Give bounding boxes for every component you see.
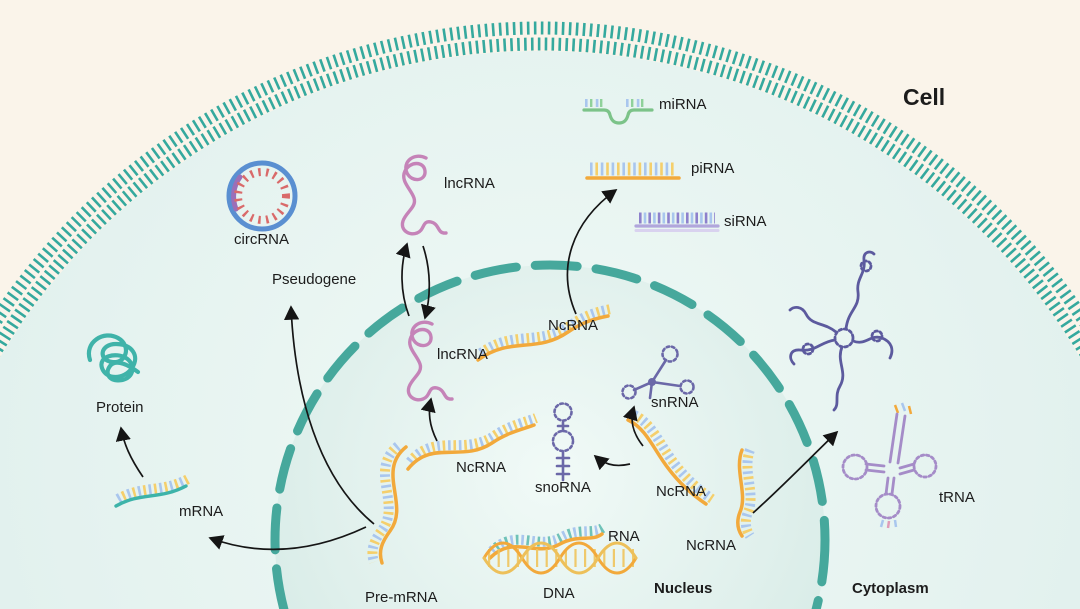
sirna-icon	[634, 212, 720, 232]
label-pre-mrna: Pre-mRNA	[365, 589, 438, 606]
label-snorna: snoRNA	[535, 479, 591, 496]
arrow-lncrna-export-up	[395, 242, 411, 317]
arrow-ncrna-to-pirna	[566, 188, 618, 315]
arrow-ncrna-to-lncrna	[420, 397, 438, 442]
arrow-ncrna-to-cytoplasm	[752, 430, 839, 514]
cell-membrane	[0, 21, 1080, 357]
snrna-icon	[621, 345, 695, 400]
arrow-ncrna-to-snrna	[622, 405, 644, 447]
label-trna: tRNA	[939, 489, 975, 506]
rrna-structure-icon	[788, 250, 894, 412]
arrow-premrna-to-pseudogene	[283, 305, 375, 525]
label-protein: Protein	[96, 399, 144, 416]
label-sirna: siRNA	[724, 213, 767, 230]
label-circrna: circRNA	[234, 231, 289, 248]
label-ncrna-right: NcRNA	[656, 483, 707, 500]
label-ncrna-far-right: NcRNA	[686, 537, 737, 554]
trna-icon	[841, 402, 938, 529]
label-pseudogene: Pseudogene	[272, 271, 357, 288]
label-snrna: snRNA	[651, 394, 699, 411]
label-lncrna-outer: lncRNA	[444, 175, 495, 192]
mirna-icon	[582, 99, 654, 125]
pirna-icon	[585, 162, 681, 180]
arrow-lncrna-import-down	[420, 245, 436, 320]
label-rna: RNA	[608, 528, 640, 545]
label-lncrna-inner: lncRNA	[437, 346, 488, 363]
arrow-premrna-to-mrna	[208, 526, 367, 551]
snorna-icon	[551, 402, 575, 482]
label-mirna: miRNA	[659, 96, 707, 113]
label-mrna: mRNA	[179, 503, 224, 520]
label-dna: DNA	[543, 585, 575, 602]
label-ncrna-left: NcRNA	[456, 459, 507, 476]
label-cytoplasm: Cytoplasm	[852, 580, 929, 597]
circrna-icon	[226, 160, 298, 232]
label-pirna: piRNA	[691, 160, 735, 177]
label-ncrna-top: NcRNA	[548, 317, 599, 334]
label-cell: Cell	[903, 84, 946, 110]
arrow-mrna-to-protein	[115, 426, 144, 478]
arrow-ncrna-to-snorna	[593, 454, 631, 471]
protein-icon	[86, 333, 141, 383]
label-nucleus: Nucleus	[654, 580, 713, 597]
process-arrows	[115, 188, 839, 551]
